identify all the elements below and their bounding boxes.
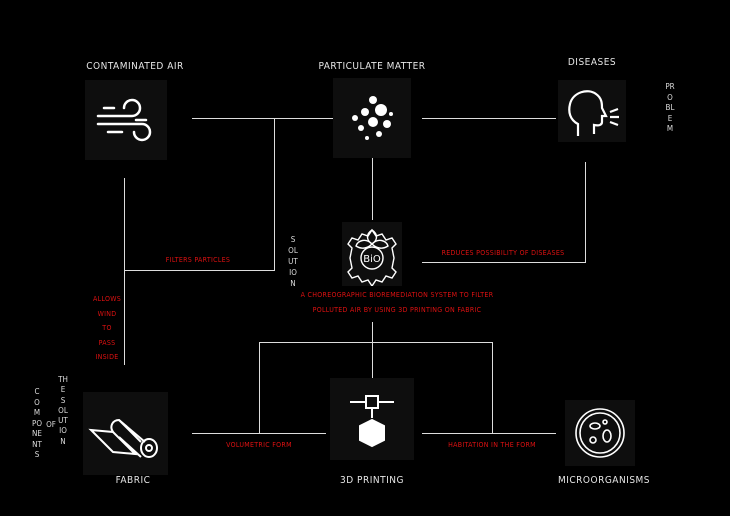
bio-logo-text: BiO [363, 254, 381, 265]
side-label-of: OF [46, 420, 56, 429]
connector [274, 118, 275, 270]
side-label-solution: SOLUTION [288, 235, 298, 288]
connector [422, 262, 586, 263]
node-label-fabric: FABRIC [115, 475, 151, 486]
connector [492, 342, 493, 433]
side-label-the-solution: THE SOLUTION [58, 375, 68, 446]
connector [372, 142, 373, 220]
solution-description: A CHOREOGRAPHIC BIOREMEDIATION SYSTEM TO… [301, 288, 494, 318]
node-label-3d-printing: 3D PRINTING [340, 475, 404, 486]
solution-line: POLLUTED AIR BY USING 3D PRINTING ON FAB… [312, 306, 482, 314]
3d-printer-icon [330, 378, 414, 460]
edge-label-allows: ALLOWS WIND TO PASS INSIDE [93, 292, 121, 365]
microorganisms-petri-icon [565, 400, 635, 466]
connector [259, 342, 493, 343]
connector [124, 270, 275, 271]
edge-label-habitation: HABITATION IN THE FORM [448, 441, 536, 449]
bio-gear-icon: BiO [342, 222, 402, 288]
node-label-contaminated-air: CONTAMINATED AIR [86, 61, 184, 72]
node-label-diseases: DISEASES [567, 57, 617, 68]
solution-line: A CHOREOGRAPHIC BIOREMEDIATION SYSTEM TO… [300, 291, 494, 299]
wind-icon [85, 80, 167, 160]
node-label-microorganisms: MICROORGANISMS [557, 475, 651, 486]
side-label-components: COMPONENTS [32, 387, 43, 459]
connector [372, 322, 373, 378]
connector [259, 342, 260, 433]
connector [124, 178, 125, 365]
person-coughing-icon [558, 80, 626, 142]
connector [192, 118, 355, 119]
edge-label-volumetric: VOLUMETRIC FORM [226, 441, 292, 449]
connector [585, 162, 586, 262]
fabric-roll-icon [83, 392, 168, 475]
particles-icon [333, 78, 411, 158]
edge-label-filters: FILTERS PARTICLES [165, 256, 231, 264]
side-label-problem: PROBLEM [665, 82, 675, 133]
connector [422, 433, 556, 434]
connector [422, 118, 556, 119]
allows-line: TO [102, 324, 112, 332]
allows-line: WIND [97, 309, 117, 318]
allows-line: ALLOWS [92, 295, 122, 303]
allows-line: PASS [98, 338, 116, 347]
connector [192, 433, 326, 434]
edge-label-reduces: REDUCES POSSIBILITY OF DISEASES [441, 249, 565, 257]
node-label-particulate-matter: PARTICULATE MATTER [318, 61, 426, 72]
allows-line: INSIDE [95, 353, 119, 361]
